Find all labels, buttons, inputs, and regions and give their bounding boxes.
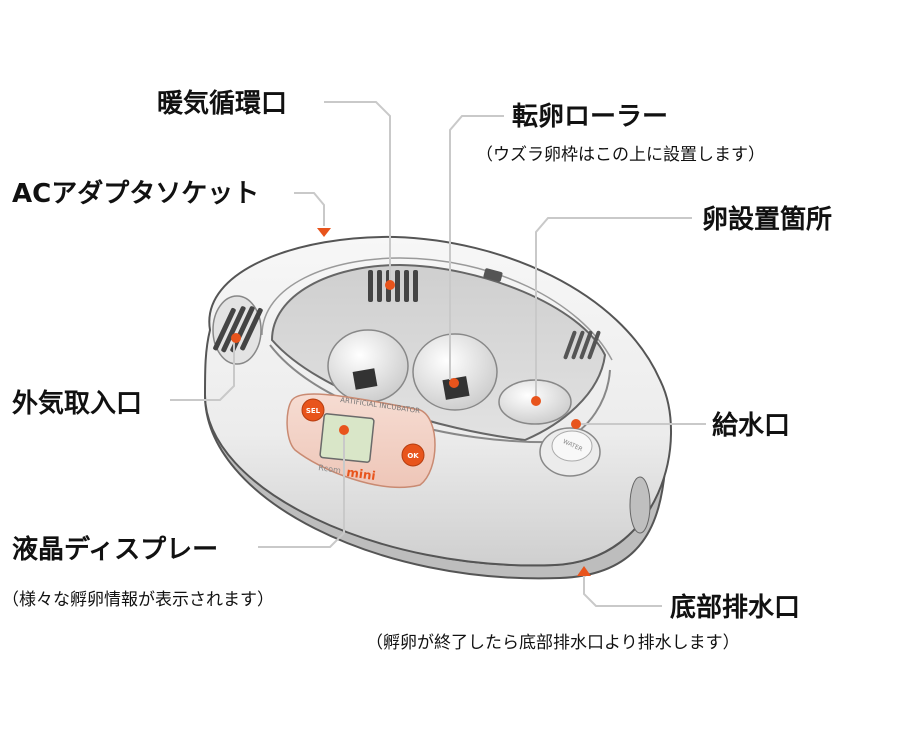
label-drain: 底部排水口 [670, 592, 800, 623]
dot-air-intake [231, 333, 241, 343]
label-water-inlet: 給水口 [712, 410, 790, 441]
label-drain-note: （孵卵が終了したら底部排水口より排水します） [366, 633, 740, 653]
ok-button[interactable] [401, 443, 425, 467]
label-egg-position: 卵設置箇所 [702, 204, 832, 235]
leader-air-intake [170, 340, 235, 401]
sel-button[interactable] [301, 398, 325, 422]
egg-cup-left [327, 329, 409, 403]
lcd-screen [319, 413, 375, 463]
panel-model: mini [346, 465, 377, 483]
leader-ac-socket [294, 192, 325, 226]
label-lcd-note: （様々な孵卵情報が表示されます） [2, 590, 274, 610]
dot-heating-vent [385, 280, 395, 290]
arrow-ac-socket [317, 228, 331, 237]
ac-socket-slot [483, 268, 503, 282]
arrow-drain [577, 566, 591, 576]
leader-egg-position [535, 217, 692, 398]
dot-egg-position [531, 396, 541, 406]
leader-heating-vent [324, 101, 391, 283]
dot-lcd [339, 425, 349, 435]
dot-water-inlet [571, 419, 581, 429]
panel-brand: Rcom [318, 463, 342, 475]
shell-rim [261, 257, 613, 361]
label-turning-roller: 転卵ローラー [512, 102, 668, 132]
drain-recess [629, 476, 651, 534]
air-intake-slots [213, 306, 263, 353]
water-inlet-cap-inner [551, 430, 593, 462]
label-ac-socket: ACアダプタソケット [12, 178, 259, 209]
sel-button-label: SEL [306, 407, 321, 415]
label-lcd: 液晶ディスプレー [12, 534, 218, 565]
dot-turning-roller [449, 378, 459, 388]
leader-drain [583, 576, 662, 607]
right-vent-slots [563, 330, 601, 360]
marker-dots [231, 280, 581, 435]
leader-lines [170, 101, 706, 607]
leader-lcd [258, 430, 345, 548]
label-heating-vent: 暖気循環口 [157, 88, 287, 119]
leader-turning-roller [449, 115, 504, 380]
ok-button-label: OK [407, 452, 419, 460]
label-turning-roller-note: （ウズラ卵枠はこの上に設置します） [476, 145, 765, 165]
turning-roller-left [352, 368, 378, 390]
label-air-intake: 外気取入口 [12, 388, 142, 419]
chamber-floor-rim [269, 344, 611, 444]
egg-cup-center [412, 333, 498, 411]
incubator-device: ARTIFICIAL INCUBATOR SEL OK Rcom mini WA… [203, 235, 672, 580]
